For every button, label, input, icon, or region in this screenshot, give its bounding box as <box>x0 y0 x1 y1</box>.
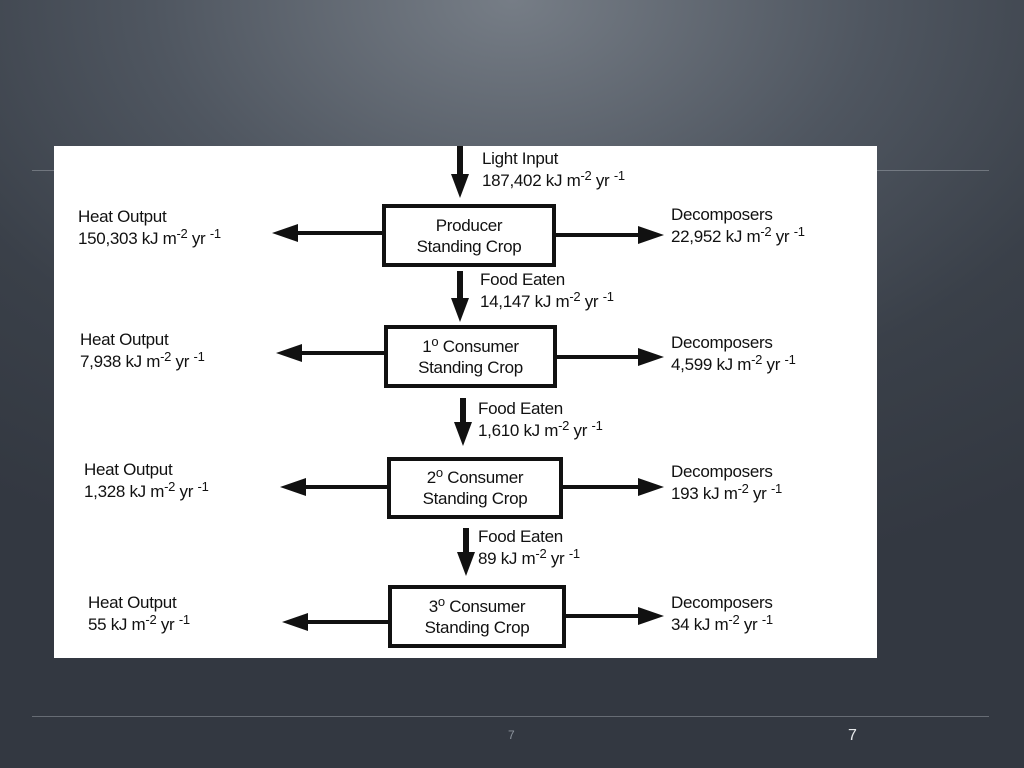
heat-output-1-value: 150,303 kJ m-2 yr -1 <box>78 226 221 248</box>
trophic-box-title: Producer <box>435 215 503 235</box>
decomposer-arrow-2 <box>557 348 664 366</box>
header-rule-right <box>877 170 989 171</box>
decomposers-4-value: 34 kJ m-2 yr -1 <box>671 612 773 634</box>
food-eaten-3-title: Food Eaten <box>478 527 563 546</box>
heat-arrow-2 <box>276 344 384 362</box>
light-input-label-value: 187,402 kJ m-2 yr -1 <box>482 168 625 190</box>
decomposers-3-title: Decomposers <box>671 462 773 481</box>
trophic-box-subtitle: Standing Crop <box>424 617 530 637</box>
food-eaten-2-title: Food Eaten <box>478 399 563 418</box>
decomposer-arrow-1 <box>556 226 664 244</box>
decomposer-arrow-4 <box>566 607 664 625</box>
heat-output-4-value: 55 kJ m-2 yr -1 <box>88 612 190 634</box>
arrow-layer <box>272 146 664 631</box>
decomposers-1-title: Decomposers <box>671 205 773 224</box>
trophic-box-subtitle: Standing Crop <box>416 236 522 256</box>
food-eaten-3-value: 89 kJ m-2 yr -1 <box>478 546 580 568</box>
slide-number: 7 <box>848 727 857 744</box>
heat-output-3-title: Heat Output <box>84 460 173 479</box>
footer-page-number-center: 7 <box>508 728 515 742</box>
food-eaten-arrow-2 <box>454 398 472 446</box>
heat-arrow-3 <box>280 478 387 496</box>
heat-arrow-1 <box>272 224 382 242</box>
food-eaten-2-value: 1,610 kJ m-2 yr -1 <box>478 418 603 440</box>
heat-output-2-title: Heat Output <box>80 330 169 349</box>
light-input-arrow <box>451 146 469 198</box>
header-rule-left <box>32 170 54 171</box>
heat-output-1-title: Heat Output <box>78 207 167 226</box>
food-eaten-1-title: Food Eaten <box>480 270 565 289</box>
decomposers-2-value: 4,599 kJ m-2 yr -1 <box>671 352 796 374</box>
food-eaten-arrow-3 <box>457 528 475 576</box>
footer-rule <box>32 716 989 717</box>
heat-arrow-4 <box>282 613 388 631</box>
decomposers-1-value: 22,952 kJ m-2 yr -1 <box>671 224 805 246</box>
trophic-box-title: 2o Consumer <box>426 465 524 487</box>
decomposers-2-title: Decomposers <box>671 333 773 352</box>
food-eaten-arrow-1 <box>451 271 469 322</box>
decomposers-4-title: Decomposers <box>671 593 773 612</box>
trophic-box-title: 1o Consumer <box>422 333 519 356</box>
decomposers-3-value: 193 kJ m-2 yr -1 <box>671 481 782 503</box>
trophic-box-subtitle: Standing Crop <box>418 357 523 377</box>
heat-output-3-value: 1,328 kJ m-2 yr -1 <box>84 479 209 501</box>
decomposer-arrow-3 <box>563 478 664 496</box>
trophic-box-title: 3o Consumer <box>428 593 526 616</box>
trophic-box-subtitle: Standing Crop <box>422 489 528 508</box>
light-input-label-title: Light Input <box>482 149 559 168</box>
heat-output-2-value: 7,938 kJ m-2 yr -1 <box>80 349 205 371</box>
heat-output-4-title: Heat Output <box>88 593 177 612</box>
food-eaten-1-value: 14,147 kJ m-2 yr -1 <box>480 289 614 311</box>
